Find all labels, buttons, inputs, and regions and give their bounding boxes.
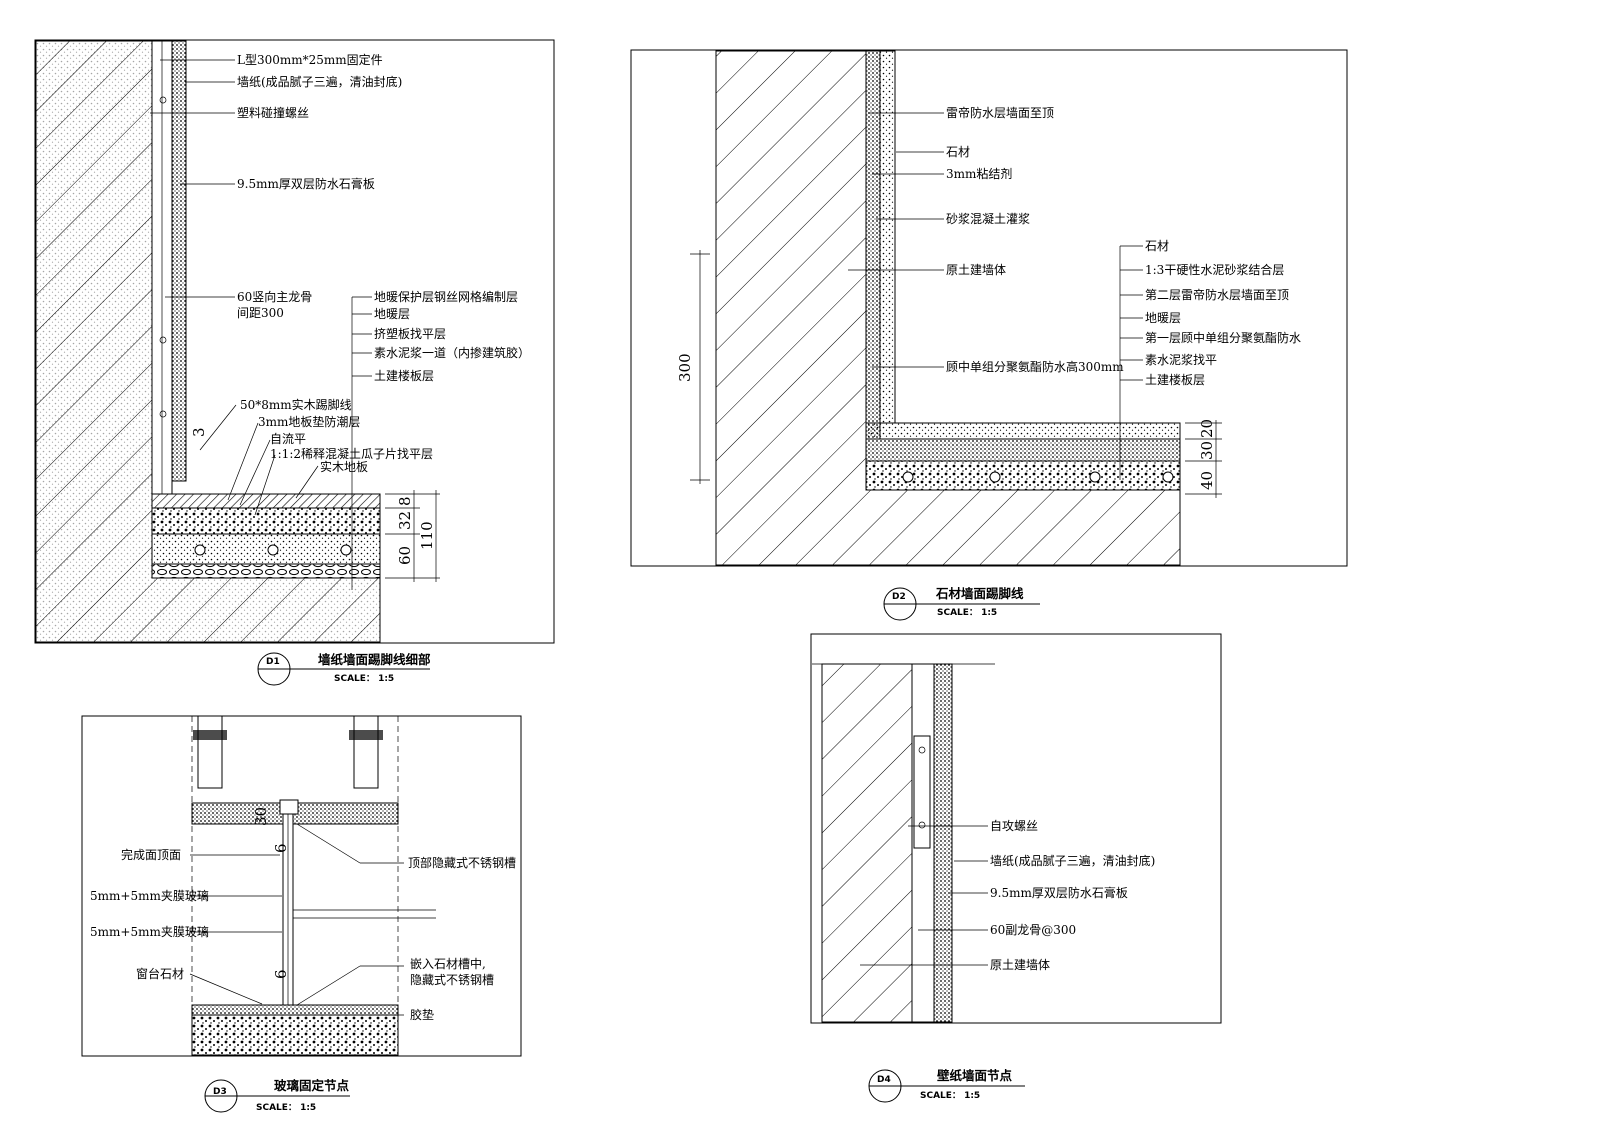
d1-dim-60: 60 (396, 546, 414, 565)
d2-label-11: 第一层顾中单组分聚氨酯防水 (1145, 330, 1301, 345)
d2-label-3: 3mm粘结剂 (946, 166, 1012, 181)
d1-label-9: 挤塑板找平层 (374, 326, 446, 341)
d3-label-3: 5mm+5mm夹膜玻璃 (90, 889, 209, 903)
d3-dim-6a: 6 (272, 843, 290, 853)
d3-label-5: 窗台石材 (136, 966, 184, 981)
d1-label-1: L型300mm*25mm固定件 (237, 52, 383, 67)
d1-label-7: 地暖保护层钢丝网格编制层 (374, 289, 518, 304)
d2-dim-20: 20 (1198, 419, 1216, 438)
d2-label-8: 1:3干硬性水泥砂浆结合层 (1145, 262, 1284, 277)
d4-label-4: 60副龙骨@300 (990, 923, 1076, 937)
d2-heating-layer (865, 460, 1181, 491)
d3-label-2: 顶部隐藏式不锈钢槽 (408, 855, 516, 870)
d4-scale: SCALE： 1:5 (920, 1091, 980, 1101)
d3-dim-30: 30 (252, 807, 270, 826)
d2-label-2: 石材 (946, 145, 970, 159)
d1-xps-board (151, 563, 381, 579)
detail-d4: 自攻螺丝 墙纸(成品腻子三遍，清油封底) 9.5mm厚双层防水石膏板 60副龙骨… (810, 633, 1222, 1103)
d4-concrete-wall (821, 663, 913, 1023)
d2-mortar (865, 438, 1181, 462)
d4-title: 壁纸墙面节点 (937, 1068, 1013, 1083)
d3-label-7: 隐藏式不锈钢槽 (410, 973, 494, 987)
d1-dim-3: 3 (190, 427, 208, 437)
d1-label-13: 3mm地板垫防潮层 (258, 414, 360, 429)
d4-gypsum-board (933, 663, 953, 1023)
d3-label-4: 5mm+5mm夹膜玻璃 (90, 925, 209, 939)
d3-title: 玻璃固定节点 (274, 1078, 350, 1093)
d4-label-1: 自攻螺丝 (990, 819, 1038, 833)
d2-waterproof-layer (865, 50, 881, 440)
d1-tag: D1 (266, 657, 280, 667)
d2-dim-30: 30 (1198, 441, 1216, 460)
d1-label-12: 50*8mm实木踢脚线 (240, 397, 352, 412)
d3-sill-stone (191, 1004, 399, 1016)
d2-label-6: 顾中单组分聚氨酯防水高300mm (946, 359, 1124, 374)
d2-title: 石材墙面踢脚线 (935, 586, 1024, 601)
d3-label-8: 胶垫 (410, 1007, 434, 1022)
d1-label-6: 间距300 (237, 306, 284, 320)
d1-gypsum-board (171, 40, 187, 482)
d2-label-4: 砂浆混凝土灌浆 (946, 211, 1030, 226)
d3-dim-6b: 6 (272, 969, 290, 979)
d2-scale: SCALE： 1:5 (937, 608, 997, 618)
d3-base (191, 1014, 399, 1056)
d1-label-11: 土建楼板层 (374, 368, 434, 383)
d1-label-3: 塑料碰撞螺丝 (237, 105, 309, 120)
d1-dim-110: 110 (418, 521, 436, 550)
d3-frame (81, 715, 522, 1057)
d3-tag: D3 (213, 1087, 227, 1097)
d2-dim-300: 300 (676, 353, 694, 382)
d2-label-5: 原土建墙体 (946, 263, 1006, 277)
d3-left-channel (197, 715, 223, 789)
d3-right-channel (353, 715, 379, 789)
d1-dim-8: 8 (396, 496, 414, 506)
d1-label-4: 9.5mm厚双层防水石膏板 (237, 176, 375, 191)
d3-label-6: 嵌入石材槽中, (410, 956, 486, 971)
detail-d2: 300 20 30 40 雷帝防水层墙面至顶 (630, 49, 1348, 621)
d2-frame (630, 49, 1348, 567)
detail-d1: L型300mm*25mm固定件 墙纸(成品腻子三遍，清油封底) 塑料碰撞螺丝 9… (34, 39, 555, 686)
d2-label-13: 土建楼板层 (1145, 372, 1205, 387)
d1-label-8: 地暖层 (374, 307, 410, 321)
d1-label-14: 自流平 (270, 432, 306, 446)
d2-label-10: 地暖层 (1145, 311, 1181, 325)
d4-tag: D4 (877, 1075, 891, 1085)
d3-label-1: 完成面顶面 (121, 847, 181, 862)
d2-label-1: 雷帝防水层墙面至顶 (946, 105, 1054, 120)
d1-label-10: 素水泥浆一道（内掺建筑胶） (374, 345, 530, 360)
d2-floor-stone (865, 422, 1181, 440)
d1-label-15: 1:1:2稀释混凝土瓜子片找平层 (270, 446, 433, 461)
d1-label-2: 墙纸(成品腻子三遍，清油封底) (237, 74, 402, 89)
d2-label-9: 第二层雷帝防水层墙面至顶 (1145, 287, 1289, 302)
d1-frame (34, 39, 555, 644)
d2-dim-40: 40 (1198, 471, 1216, 490)
d3-scale: SCALE： 1:5 (256, 1103, 316, 1113)
d2-label-12: 素水泥浆找平 (1145, 352, 1217, 367)
d2-tag: D2 (892, 592, 906, 602)
d2-label-7: 石材 (1145, 239, 1169, 253)
d4-label-5: 原土建墙体 (990, 958, 1050, 972)
detail-d3: 30 6 6 完成面顶面 顶部隐藏式不锈钢槽 5mm+5mm夹膜玻璃 5mm+5… (81, 715, 522, 1113)
d4-label-2: 墙纸(成品腻子三遍，清油封底) (990, 853, 1155, 868)
d1-scale: SCALE： 1:5 (334, 674, 394, 684)
d1-leveling-layer (151, 507, 381, 535)
d4-label-3: 9.5mm厚双层防水石膏板 (990, 885, 1128, 900)
d4-frame (810, 633, 1222, 1024)
d1-label-5: 60竖向主龙骨 (237, 289, 312, 304)
d1-dim-32: 32 (396, 511, 414, 530)
d1-wood-floor (151, 493, 381, 509)
d1-title: 墙纸墙面踢脚线细部 (318, 652, 431, 667)
d1-label-16: 实木地板 (320, 459, 368, 474)
